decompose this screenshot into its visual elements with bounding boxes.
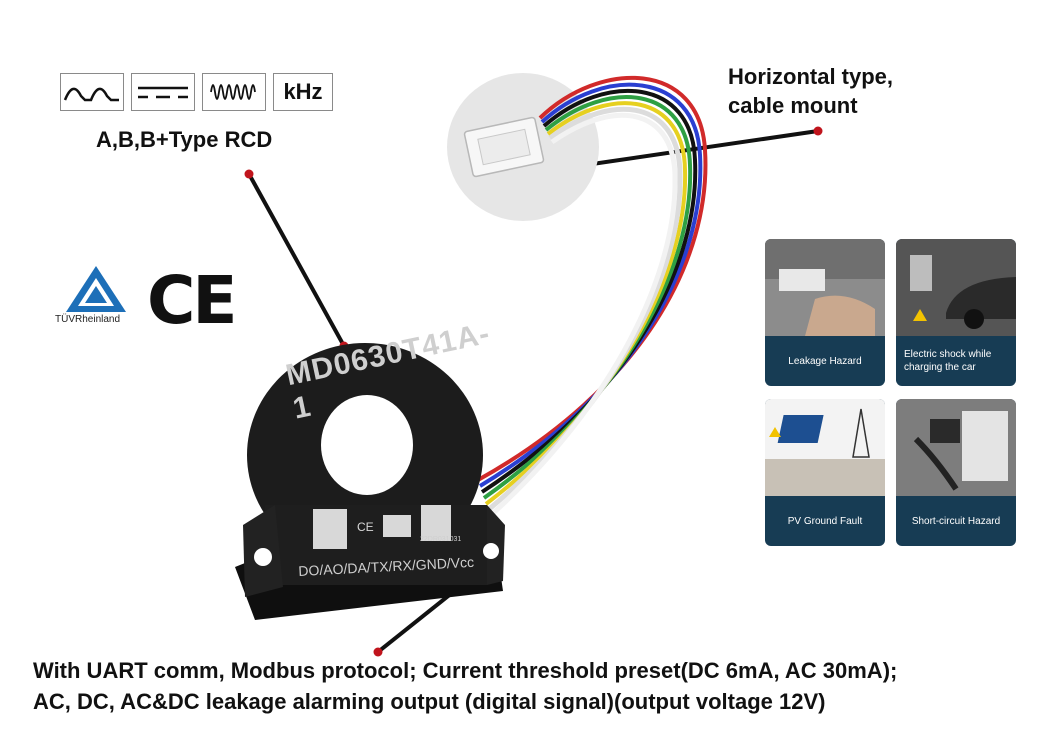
khz-symbol: kHz [273, 73, 333, 111]
mount-type-label: Horizontal type, cable mount [728, 64, 894, 118]
hazard-card-leakage: Leakage Hazard [765, 239, 885, 386]
hazard-card-label: PV Ground Fault [787, 515, 863, 527]
rcd-type-label: A,B,B+Type RCD [96, 127, 273, 152]
hazard-card-ev-charging: Electric shock while charging the car [896, 239, 1016, 386]
sensor-aperture [321, 395, 413, 495]
leakage-photo-icon [765, 239, 885, 336]
current-transformer-device: CE [235, 343, 505, 620]
ev-charging-photo-icon [896, 239, 1016, 336]
hazard-card-pv: PV Ground Fault [765, 399, 885, 546]
ce-mark: CE [147, 262, 238, 339]
description-line-2: AC, DC, AC&DC leakage alarming output (d… [33, 689, 826, 714]
pv-diagram-icon [765, 399, 885, 496]
tuv-logo-icon [66, 266, 126, 312]
short-circuit-photo-icon [896, 399, 1016, 496]
mount-hole-right [483, 543, 499, 559]
connector-plug-icon [463, 116, 545, 178]
pulsating-dc-symbol [60, 73, 124, 111]
product-description: With UART comm, Modbus protocol; Current… [33, 655, 897, 717]
pointer-dot-mount [813, 126, 823, 136]
brand-logo-icon [383, 515, 411, 537]
dc-symbol [131, 73, 195, 111]
hazard-card-label: Electric shock while charging the car [904, 349, 992, 373]
mount-hole-left [254, 548, 272, 566]
device-serial-label: 22DR031031 [420, 536, 462, 543]
qr-code-icon [421, 505, 451, 541]
high-frequency-symbol [202, 73, 266, 111]
sine-burst-icon [210, 84, 256, 100]
svg-text:CE: CE [357, 520, 374, 534]
qr-code-icon [313, 509, 347, 549]
pointer-dot-description [373, 647, 383, 657]
description-line-1: With UART comm, Modbus protocol; Current… [33, 658, 898, 683]
tuv-label: TÜVRheinland [55, 314, 121, 325]
hazard-card-label: Short-circuit Hazard [911, 515, 1001, 527]
hazard-card-label: Leakage Hazard [788, 355, 862, 367]
dc-line-icon [138, 86, 188, 99]
pulsating-wave-icon [63, 87, 119, 102]
hazard-card-short-circuit: Short-circuit Hazard [896, 399, 1016, 546]
pointer-dot-rcd [244, 169, 254, 179]
